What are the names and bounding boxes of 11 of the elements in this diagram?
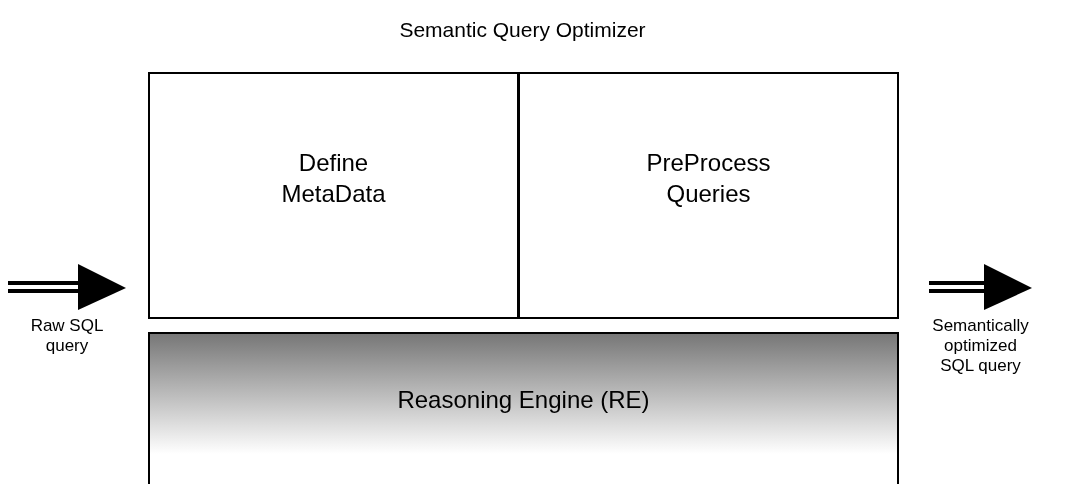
process-box: [518, 72, 899, 319]
box-label: PreProcess Queries: [645, 148, 772, 209]
box-label: Define MetaData: [280, 148, 387, 209]
engine-panel: [148, 332, 899, 484]
double-arrow: [927, 264, 1032, 310]
diagram-title: Semantic Query Optimizer: [398, 18, 647, 42]
edge-label: Raw SQL query: [29, 316, 105, 356]
process-box: [148, 72, 519, 319]
double-arrow: [6, 264, 126, 310]
box-label: Reasoning Engine (RE): [396, 385, 651, 415]
edge-label: Semantically optimized SQL query: [931, 316, 1030, 376]
